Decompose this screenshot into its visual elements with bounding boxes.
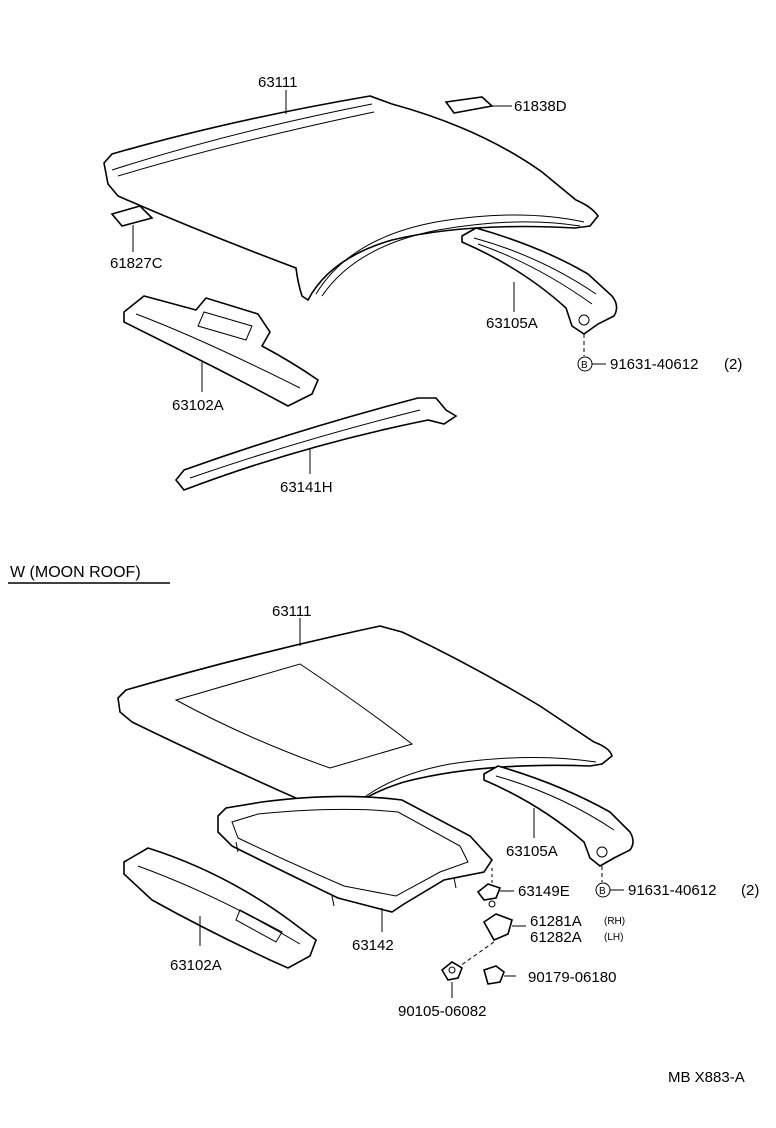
bolt-qty: (2) [724,356,742,373]
roof-panel[interactable] [103,95,599,302]
moon-side-rail[interactable] [483,765,634,867]
moon-roof-section: W (MOON ROOF) 63111 63105A B 91631-40612… [8,564,759,1020]
frame-label: 63142 [352,937,394,954]
side-rail[interactable] [461,227,618,335]
bolt-marker: B [581,360,588,371]
moon-bolt-marker: B [599,886,606,897]
moon-front-header[interactable] [123,847,317,969]
bolt-label: 91631-40612 [610,356,698,373]
screw-label: 90105-06082 [398,1003,486,1020]
rear-bow-label: 63141H [280,479,333,496]
moon-roof-title: W (MOON ROOF) [10,564,141,581]
moon-side-rail-label: 63105A [506,843,558,860]
bracket[interactable] [476,883,502,901]
pad-right-label: 61838D [514,98,567,115]
roof-pad-left[interactable] [110,205,154,227]
holder-lh-label: 61282A [530,929,582,946]
bracket-label: 63149E [518,883,570,900]
nut-label: 90179-06180 [528,969,616,986]
moon-bolt-label: 91631-40612 [628,882,716,899]
holder-lh-side: (LH) [604,932,623,943]
moon-front-header-label: 63102A [170,957,222,974]
nut[interactable] [483,965,505,985]
roof-pad-right[interactable] [444,96,494,114]
roof-label: 63111 [258,74,298,91]
moon-roof-label: 63111 [272,603,312,620]
holder[interactable] [482,913,513,942]
front-header-label: 63102A [172,397,224,414]
bracket-pin [488,900,496,908]
top-section: 63111 61838D 61827C 63105A B 91631-40612… [103,74,742,496]
moon-bolt-qty: (2) [741,882,759,899]
fastener-dash [459,941,495,967]
pad-left-label: 61827C [110,255,163,272]
rear-bow[interactable] [174,397,458,491]
ref-code: MB X883-A [668,1069,745,1086]
screw[interactable] [440,961,463,981]
side-rail-label: 63105A [486,315,538,332]
holder-rh-label: 61281A [530,913,582,930]
moon-roof-frame[interactable] [217,795,494,913]
front-header[interactable] [123,295,319,407]
holder-rh-side: (RH) [604,916,625,927]
